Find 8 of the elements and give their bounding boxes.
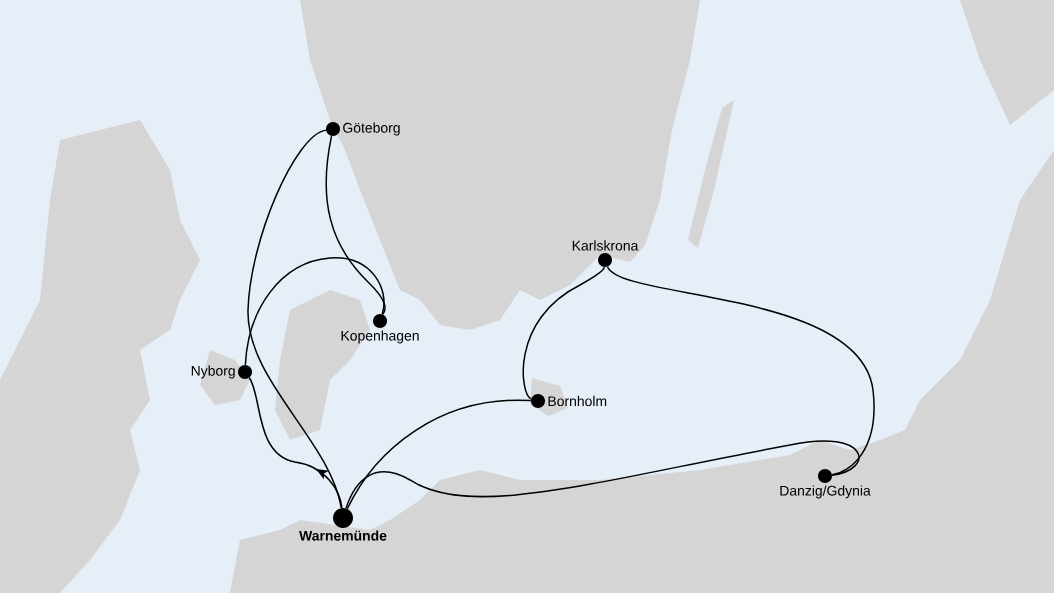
route-line [325,135,386,316]
route-line [248,377,343,509]
route-line [346,399,532,510]
route-line [244,257,385,366]
route-line [522,266,606,400]
route-line [247,129,343,509]
route-line [345,440,860,509]
route-line [606,266,875,476]
